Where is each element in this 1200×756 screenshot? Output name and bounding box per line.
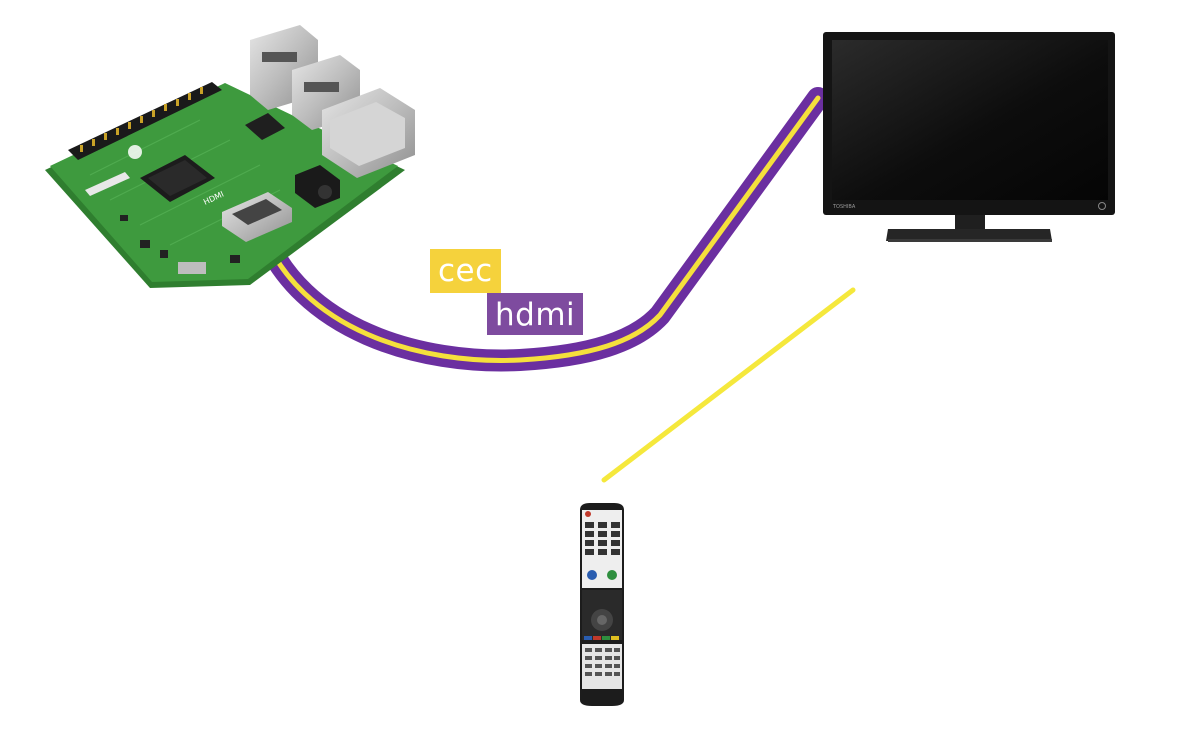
remote-power-button bbox=[585, 511, 591, 517]
ethernet-port bbox=[322, 88, 415, 178]
tv-stand-base bbox=[886, 229, 1052, 241]
usb-controller-chip bbox=[245, 113, 285, 140]
raspberry-logo-icon bbox=[128, 145, 142, 159]
hdmi-label: hdmi bbox=[487, 293, 584, 335]
micro-usb-port bbox=[178, 262, 206, 274]
tv-power-button bbox=[1098, 202, 1106, 210]
raspberry-pi-board: HDMI bbox=[45, 25, 415, 288]
remote-control bbox=[580, 503, 624, 706]
tv-stand-neck bbox=[955, 215, 985, 229]
tv-brand-label: TOSHIBA bbox=[832, 204, 856, 210]
cec-line bbox=[259, 95, 821, 363]
gpio-header bbox=[68, 82, 222, 160]
tv-screen bbox=[832, 40, 1108, 200]
cec-label: cec bbox=[430, 249, 501, 293]
tv: TOSHIBA bbox=[823, 32, 1115, 242]
hdmi-port bbox=[222, 192, 292, 242]
audio-jack bbox=[295, 165, 340, 208]
hdmi-cable bbox=[251, 87, 829, 372]
ir-beam bbox=[601, 287, 856, 483]
remote-number-keys bbox=[585, 522, 620, 555]
